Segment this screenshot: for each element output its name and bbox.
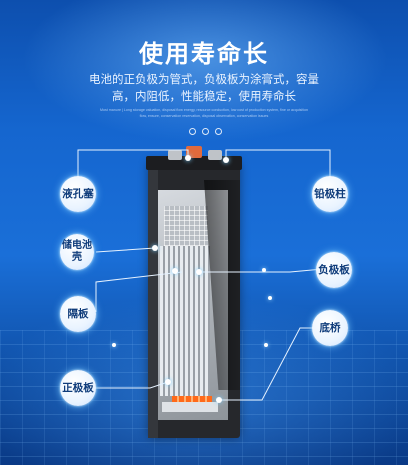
orange-strip — [172, 396, 212, 402]
node-dot — [216, 397, 222, 403]
line-positive-plate — [78, 381, 169, 389]
label-lead-post: 铅极柱 — [312, 176, 348, 212]
sparkle-icon — [264, 343, 268, 347]
sparkle-icon — [262, 268, 266, 272]
label-separator: 隔板 — [60, 296, 96, 332]
node-dot — [165, 379, 171, 385]
label-negative-plate: 负极板 — [316, 252, 352, 288]
battery-illustration — [142, 146, 246, 440]
sparkle-icon — [112, 343, 116, 347]
node-dot — [223, 157, 229, 163]
label-filler-plug: 液孔塞 — [60, 176, 96, 212]
label-positive-plate: 正极板 — [60, 370, 96, 406]
carousel-dots — [189, 128, 223, 136]
terminal-post — [208, 150, 222, 160]
node-dot — [172, 268, 178, 274]
bottom-bridge-part — [162, 402, 218, 412]
dot-icon — [189, 128, 196, 135]
dot-icon — [215, 128, 222, 135]
node-dot — [152, 245, 158, 251]
line-filler-plug — [77, 149, 189, 192]
node-dot — [185, 155, 191, 161]
line-negative-plate — [200, 267, 335, 273]
label-battery-case: 储电池壳 — [60, 234, 94, 270]
page-subtitle: 电池的正负极为管式，负极板为涂膏式，容量高，内阻低，性能稳定，使用寿命长 — [89, 74, 319, 103]
node-dot — [196, 269, 202, 275]
fine-print: Most manure | Long storage valuation, di… — [99, 108, 309, 118]
terminal-post — [168, 150, 182, 160]
dot-icon — [202, 128, 209, 135]
label-bottom-bridge: 底桥 — [312, 310, 348, 346]
line-separator — [95, 271, 183, 312]
line-battery-case — [95, 247, 156, 253]
page-title: 使用寿命长 — [139, 41, 269, 68]
case-highlight — [148, 162, 158, 438]
sparkle-icon — [268, 296, 272, 300]
line-lead-post — [225, 149, 331, 192]
